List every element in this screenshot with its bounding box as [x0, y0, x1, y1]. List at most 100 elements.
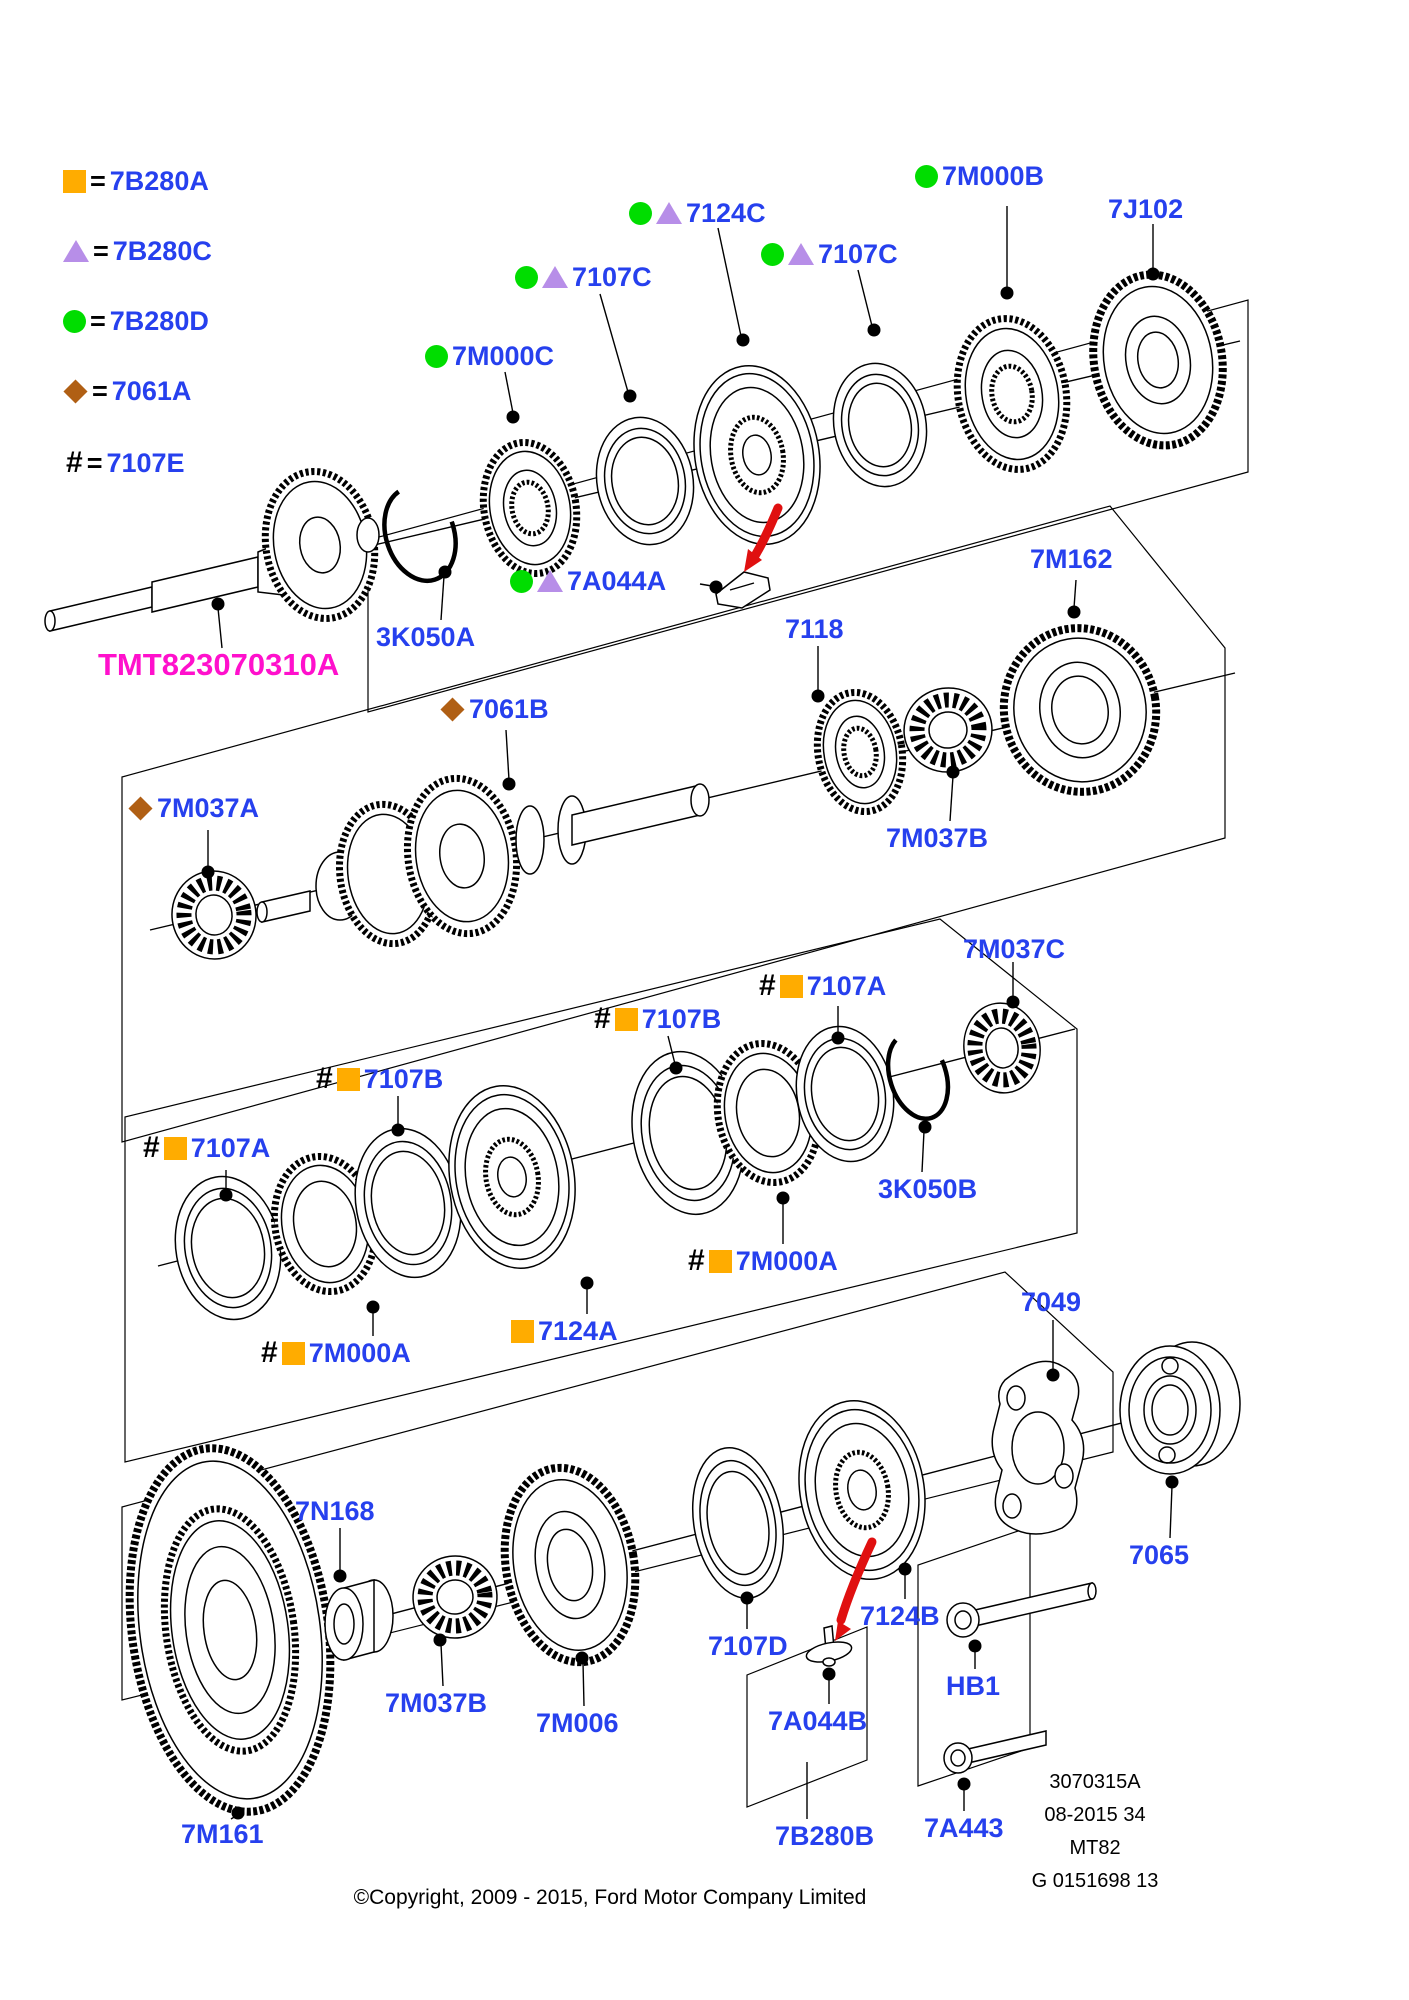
label-3k050a: 3K050A [376, 622, 476, 652]
green-circle-icon [515, 265, 538, 289]
ring-7107d [691, 1447, 785, 1599]
legend-label: 7061A [111, 376, 192, 406]
legend-label: 7107E [106, 448, 185, 478]
label-7124a: 7124A [511, 1316, 618, 1346]
hash-icon: # [688, 1244, 705, 1277]
label-7107b-top: # 7107B [594, 1002, 722, 1035]
green-circle-icon [629, 201, 652, 225]
figure-number: G 0151698 13 [1031, 1870, 1159, 1892]
hub-7124b [798, 1399, 926, 1581]
brown-diamond-icon [63, 378, 88, 404]
drawing-number: 3070315A [1049, 1771, 1141, 1793]
label-7m037c: 7M037C [963, 934, 1066, 964]
hub-7118 [813, 688, 907, 816]
orange-square-icon [163, 1136, 187, 1160]
hash-icon: # [594, 1002, 611, 1035]
input-shaft [44, 468, 380, 632]
label-7118: 7118 [785, 614, 844, 644]
green-circle-icon [63, 309, 86, 333]
green-circle-icon [915, 164, 938, 188]
legend-row-7b280a: = 7B280A [63, 166, 209, 196]
gear-7m006 [500, 1463, 640, 1667]
equals-sign: = [90, 306, 106, 336]
label-7107b-left: # 7107B [316, 1062, 444, 1095]
label-tmt823070310a: TMT823070310A [98, 647, 340, 682]
screw-7a443 [943, 1730, 1047, 1774]
hub-7124c [693, 364, 821, 546]
label-7a044b: 7A044B [768, 1706, 868, 1736]
plate-7049 [991, 1360, 1085, 1535]
label-7m000b: 7M000B [915, 161, 1044, 191]
countershaft [256, 774, 710, 948]
label-hb1: HB1 [946, 1671, 1001, 1701]
label-7m006: 7M006 [536, 1708, 619, 1738]
drawing-info-block: 3070315A 08-2015 34 MT82 G 0151698 13 [1025, 1766, 1165, 1898]
gear-7m162 [999, 624, 1161, 796]
label-7107a-left: # 7107A [143, 1131, 271, 1164]
green-circle-icon [761, 242, 784, 266]
bearing-7m037c [963, 1002, 1041, 1094]
label-7m000a-right: # 7M000A [688, 1244, 838, 1277]
orange-square-icon [63, 169, 86, 193]
equals-sign: = [90, 166, 106, 196]
equals-sign: = [92, 376, 108, 406]
ring-7107b-2 [631, 1050, 745, 1216]
bearing-7m037b-lower [412, 1555, 498, 1639]
hash-icon: # [66, 446, 83, 479]
ring-7m000a-2 [713, 1040, 823, 1186]
legend-row-7b280c: = 7B280C [63, 236, 212, 266]
label-7m162: 7M162 [1030, 544, 1113, 574]
ring-7107a-1 [174, 1175, 282, 1321]
gear-7j102 [1089, 270, 1227, 450]
brown-diamond-icon [128, 795, 153, 821]
ring-7107c-right [832, 362, 928, 488]
label-7m000a-left: # 7M000A [261, 1336, 411, 1369]
label-7a443: 7A443 [924, 1813, 1004, 1843]
purple-triangle-icon [537, 570, 563, 592]
legend-label: 7B280A [109, 166, 209, 196]
label-7b280b: 7B280B [775, 1821, 875, 1851]
legend-row-7b280d: = 7B280D [63, 306, 209, 336]
legend-label: 7B280D [109, 306, 209, 336]
label-7049: 7049 [1021, 1287, 1082, 1317]
bolt-hb1 [946, 1582, 1097, 1638]
label-7107c-right: 7107C [761, 239, 898, 269]
legend-row-7107e: # = 7107E [66, 446, 185, 479]
green-circle-icon [510, 569, 533, 593]
purple-triangle-icon [542, 266, 568, 288]
orange-square-icon [281, 1341, 305, 1365]
gear-7m161 [125, 1444, 335, 1816]
purple-triangle-icon [788, 243, 814, 265]
ring-7107c-left [595, 416, 695, 546]
label-7065: 7065 [1129, 1540, 1190, 1570]
purple-triangle-icon [63, 240, 89, 262]
sleeve-7n168 [324, 1579, 394, 1661]
copyright-line: ©Copyright, 2009 - 2015, Ford Motor Comp… [353, 1886, 867, 1909]
snap-ring-3k050a [382, 484, 458, 584]
label-7107d: 7107D [708, 1631, 788, 1661]
label-7j102: 7J102 [1108, 194, 1184, 224]
orange-square-icon [614, 1007, 638, 1031]
label-7m161: 7M161 [181, 1819, 264, 1849]
label-7n168: 7N168 [295, 1496, 375, 1526]
label-7m037a: 7M037A [128, 793, 259, 823]
orange-square-icon [708, 1249, 732, 1273]
label-7124b: 7124B [860, 1601, 940, 1631]
orange-square-icon [779, 974, 803, 998]
bearing-7m037a [171, 870, 257, 960]
pin-7a044b [805, 1625, 853, 1667]
leader-lines [201, 206, 1179, 1820]
label-7107a-top: # 7107A [759, 969, 887, 1002]
label-7124c: 7124C [629, 198, 766, 228]
legend-label: 7B280C [112, 236, 212, 266]
hash-icon: # [261, 1336, 278, 1369]
red-arrow-7a044a [744, 503, 783, 572]
hash-icon: # [316, 1062, 333, 1095]
green-circle-icon [425, 344, 448, 368]
ring-7107a-2 [795, 1025, 895, 1163]
orange-square-icon [336, 1067, 360, 1091]
bearing-7065 [1119, 1341, 1241, 1475]
drawing-date: 08-2015 34 [1044, 1804, 1146, 1826]
bearing-7m037b-upper [903, 687, 993, 773]
